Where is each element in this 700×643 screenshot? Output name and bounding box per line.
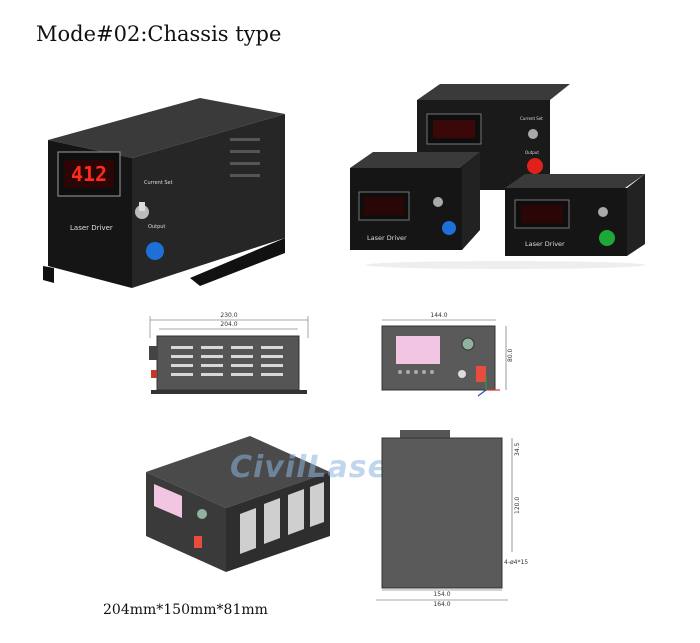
lcd-display [396,336,440,364]
dimensions-caption: 204mm*150mm*81mm [103,602,268,618]
panel-label: Laser Driver [70,224,113,232]
right-panel-label: Laser Driver [525,240,565,248]
back-current-label: Current Set [520,116,543,121]
dim-middle-height: 120.0 [514,497,521,514]
current-set-label: Current Set [144,180,173,186]
dim-top-offset: 34.5 [514,442,521,456]
output-label: Output [148,224,165,230]
dim-outer-length: 230.0 [220,312,237,319]
red-output-button-icon [527,158,543,174]
laser-driver-photo: 412 Laser Driver Current Set Output [43,98,285,288]
dim-outer-width: 164.0 [433,601,450,608]
right-knob-icon [598,207,608,217]
isometric-view-drawing [146,436,330,572]
power-switch [476,366,486,382]
blue-output-button-icon [442,221,456,235]
dim-front-width: 144.0 [430,312,447,319]
top-view-drawing: 34.5 120.0 4-ø4*15 154.0 164.0 [376,430,528,608]
page-title: Mode#02:Chassis type [36,22,282,46]
knob-icon [461,337,475,351]
output-button-icon [146,242,164,260]
back-knob-icon [528,129,538,139]
left-panel-label: Laser Driver [367,234,407,242]
laser-driver-group-photo: Laser Driver Current Set Output Laser Dr… [350,84,645,269]
back-output-label: Output [525,150,539,155]
front-view-drawing: 144.0 80.0 [381,312,514,397]
display-readout: 412 [71,162,107,186]
side-view-drawing: 230.0 204.0 [149,312,309,394]
dim-inner-width: 154.0 [433,591,450,598]
current-knob-icon [135,205,149,219]
dim-front-height: 80.0 [507,348,514,362]
output-knob-icon [458,370,466,378]
watermark: CivilLaser [230,450,405,485]
green-output-button-icon [599,230,615,246]
dim-inner-length: 204.0 [220,321,237,328]
dim-holes: 4-ø4*15 [504,559,528,566]
left-knob-icon [433,197,443,207]
